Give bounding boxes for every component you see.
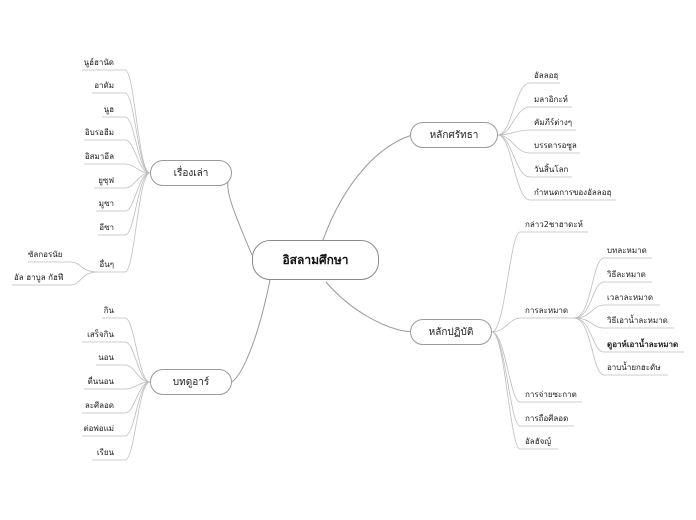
prayer-item-highlighted[interactable]: ดูอาห์เอาน้ำละหมาด [607,340,679,349]
dua-item[interactable]: ต่อพ่อแม่ [83,424,114,433]
story-item[interactable]: นูฮ [103,105,114,114]
topic-belief[interactable]: หลักศรัทธา [410,122,498,148]
story-other-item[interactable]: ซัลกอรนัย [28,250,63,259]
prayer-item[interactable]: วิธีเอาน้ำละหมาด [607,316,668,325]
belief-item[interactable]: บรรดารอซูล [534,141,577,150]
dua-item[interactable]: นอน [98,353,114,362]
story-item[interactable]: อิสมาอีล [84,152,114,161]
practice-item[interactable]: การจ่ายซะกาต [525,390,577,399]
story-item[interactable]: มูซา [98,199,114,208]
dua-item[interactable]: เรียน [96,448,114,457]
belief-item[interactable]: คัมภีร์ต่างๆ [534,118,573,127]
prayer-item[interactable]: อาบน้ำยกฮะดัษ [607,363,661,372]
prayer-item[interactable]: วิธีละหมาด [607,270,646,279]
belief-item[interactable]: กำหนดการของอัลลอฮฺ [534,188,612,197]
connector-central-belief [322,134,413,241]
practice-item[interactable]: การละหมาด [525,306,569,315]
topic-prayers[interactable]: บทดูอาร์ [150,369,232,395]
prayer-item[interactable]: เวลาละหมาด [607,293,654,302]
central-topic[interactable]: อิสลามศึกษา [252,240,379,280]
story-item[interactable]: อิบรอฮีม [84,128,114,137]
practice-item[interactable]: กล่าว2ชาฮาดะห์ [525,220,583,229]
belief-item[interactable]: วันสิ้นโลก [534,165,569,174]
dua-item[interactable]: ละศีลอด [84,401,114,410]
connector-central-stories [227,172,253,256]
connector-central-practice [325,281,413,333]
connector-central-prayers [231,279,271,383]
belief-item[interactable]: อัลลอฮฺ [534,71,559,80]
topic-stories[interactable]: เรื่องเล่า [150,160,232,186]
practice-item[interactable]: อัลฮัจญ์ [525,437,552,446]
topic-practice[interactable]: หลักปฏิบัติ [410,319,492,345]
dua-item[interactable]: ตื่นนอน [87,377,114,386]
dua-item[interactable]: กิน [103,306,114,315]
story-item[interactable]: ยูซุฟ [98,176,114,185]
story-item[interactable]: อีซา [99,223,114,232]
story-item[interactable]: อาดัม [94,81,114,90]
story-item[interactable]: อื่นๆ [99,260,114,269]
practice-item[interactable]: การถือศีลอด [525,414,569,423]
belief-item[interactable]: มลาอิกะห์ [534,95,568,104]
story-other-item[interactable]: อัล ฮาบูล กัฮฟี [14,273,64,282]
prayer-item[interactable]: บทละหมาด [607,246,647,255]
dua-item[interactable]: เสร็จกิน [87,330,114,339]
story-item[interactable]: นูฮ์ฮานัด [83,58,114,67]
